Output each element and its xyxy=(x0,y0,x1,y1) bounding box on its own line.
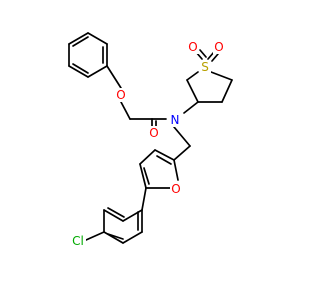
bond xyxy=(199,49,207,58)
atom-label-n: N xyxy=(171,113,180,127)
bond xyxy=(68,32,89,45)
bond xyxy=(107,233,124,240)
bond xyxy=(154,149,175,161)
atom-label-layer: O O N S O O O Cl xyxy=(70,40,225,248)
atom-label-o: O xyxy=(171,182,180,196)
bond xyxy=(103,209,124,222)
furan-oxygen: O xyxy=(170,182,182,196)
atom-label-s: S xyxy=(201,60,209,74)
phenoxy-oxygen: O xyxy=(115,88,127,102)
chlorine: Cl xyxy=(70,234,86,248)
bond xyxy=(186,79,199,103)
atom-label-o: O xyxy=(214,40,223,54)
bond xyxy=(72,63,89,74)
bond-layer xyxy=(68,32,233,244)
bond xyxy=(186,71,199,81)
atom-label-o: O xyxy=(116,88,125,102)
amide-nitrogen: N xyxy=(169,113,181,127)
bond xyxy=(143,167,150,185)
bond xyxy=(87,32,108,45)
bond xyxy=(122,209,143,222)
bond xyxy=(68,65,89,78)
atom-label-o: O xyxy=(188,40,197,54)
sulfone-sulfur: S xyxy=(199,60,211,74)
bond xyxy=(173,126,191,147)
bond xyxy=(173,159,179,181)
bond xyxy=(122,231,143,244)
bond xyxy=(107,207,125,218)
bond xyxy=(173,145,191,161)
bond xyxy=(221,79,233,103)
sulfone-oxygen-right: O xyxy=(213,40,225,54)
bond xyxy=(87,65,108,78)
bond xyxy=(139,149,156,165)
bond xyxy=(211,53,219,62)
bond xyxy=(85,231,105,241)
bond xyxy=(210,71,233,81)
bond xyxy=(183,101,199,114)
atom-label-cl: Cl xyxy=(72,234,84,248)
sulfone-oxygen-left: O xyxy=(187,40,199,54)
bond xyxy=(106,65,122,89)
bond xyxy=(139,163,147,189)
bond xyxy=(156,155,172,165)
bond xyxy=(120,101,131,120)
molecule-structure: O O N S O O O Cl xyxy=(68,32,233,248)
atom-label-o: O xyxy=(149,126,158,140)
bond xyxy=(141,187,147,211)
bond xyxy=(72,36,89,47)
carbonyl-oxygen: O xyxy=(148,126,160,140)
